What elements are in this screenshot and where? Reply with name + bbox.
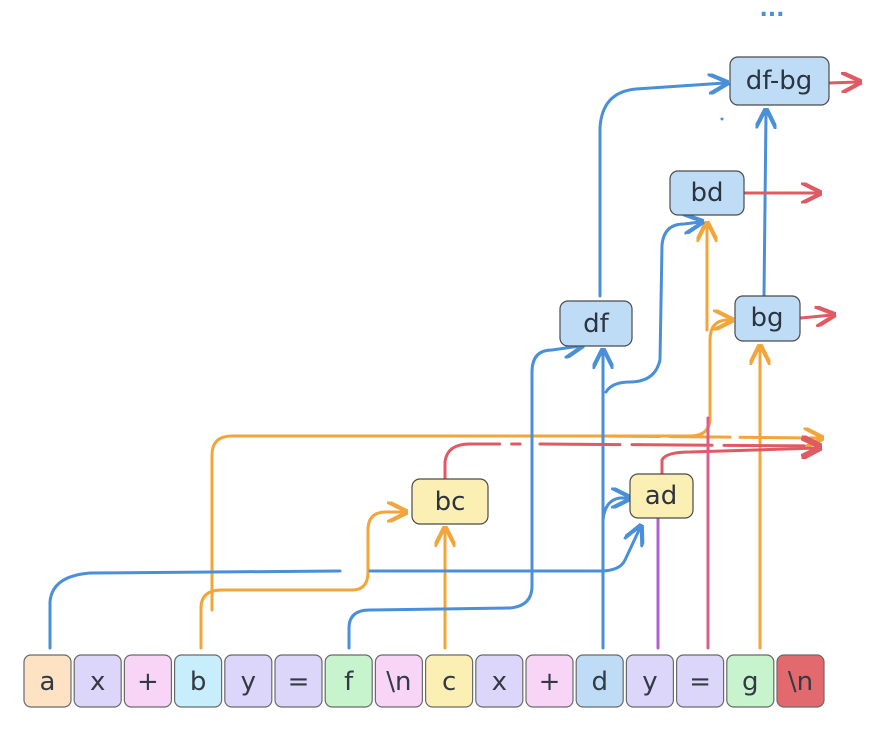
node-bc-label: bc: [435, 487, 466, 517]
node-ad: ad: [629, 473, 694, 519]
token-3: b: [174, 654, 223, 708]
token-box: [23, 654, 72, 708]
arrow-d-to-ad: [601, 498, 628, 522]
token-14: g: [726, 654, 775, 708]
token-13: =: [675, 654, 725, 708]
token-4: y: [224, 654, 273, 708]
token-label: y: [241, 667, 256, 697]
token-0: a: [23, 654, 72, 708]
token-label: \n: [788, 667, 813, 697]
arrow-b-to-bc: [199, 512, 404, 650]
node-dfbg-label: df-bg: [746, 66, 813, 96]
arrow-bc-out: [443, 444, 818, 480]
token-9: x: [475, 654, 524, 708]
arrow-f-to-df: [347, 346, 580, 650]
token-box: [374, 654, 423, 708]
node-bd: bd: [669, 170, 745, 216]
token-label: x: [492, 667, 507, 697]
token-row: a x + b y = f \n c x + d y = g \n: [23, 654, 825, 708]
arrow-df-to-dfbg: [598, 83, 725, 298]
token-5: =: [274, 654, 323, 708]
token-6: f: [324, 654, 373, 708]
token-label: =: [288, 667, 310, 697]
token-label: g: [742, 667, 759, 697]
token-box: [525, 654, 574, 708]
token-box: [274, 654, 323, 708]
token-11: d: [575, 654, 624, 708]
token-label: c: [442, 667, 456, 697]
token-12: y: [625, 654, 675, 708]
token-box: [475, 654, 524, 708]
token-8: c: [425, 654, 474, 708]
orange-arrows: [199, 225, 820, 650]
token-box: [174, 654, 223, 708]
blue-arrows: [48, 83, 766, 650]
token-box: [575, 654, 624, 708]
arrow-bg-out: [799, 315, 832, 318]
token-box: [123, 654, 173, 708]
token-label: b: [190, 667, 207, 697]
node-ad-label: ad: [645, 481, 677, 511]
token-7: \n: [374, 654, 423, 708]
token-box: [224, 654, 273, 708]
node-dfbg: df-bg: [729, 56, 830, 106]
stray-dot: [720, 117, 724, 121]
token-label: x: [90, 667, 105, 697]
red-arrows: [443, 82, 858, 480]
arrow-d-to-bd: [604, 222, 700, 394]
arrow-b-to-bg: [210, 320, 730, 612]
token-label: f: [344, 667, 354, 697]
token-label: y: [642, 667, 657, 697]
token-box: [73, 654, 122, 708]
token-15: \n: [776, 654, 825, 708]
token-1: x: [73, 654, 122, 708]
token-box: [675, 654, 725, 708]
token-label: +: [539, 667, 561, 697]
node-bg: bg: [734, 295, 801, 342]
token-box: [625, 654, 675, 708]
token-label: +: [137, 667, 159, 697]
node-bg-label: bg: [750, 303, 783, 333]
token-10: +: [525, 654, 574, 708]
token-label: a: [40, 667, 56, 697]
arrow-dfbg-out: [827, 82, 858, 83]
node-bc: bc: [411, 478, 489, 525]
ellipsis: ...: [759, 0, 784, 22]
arrow-ad-out: [660, 448, 818, 477]
node-bd-label: bd: [690, 178, 723, 208]
arrow-a-to-ad: [48, 528, 640, 650]
token-label: =: [689, 667, 711, 697]
node-df: df: [559, 300, 633, 347]
node-df-label: df: [583, 309, 610, 339]
arrow-bg-to-dfbg: [764, 112, 766, 298]
token-box: [776, 654, 825, 708]
token-box: [324, 654, 373, 708]
token-label: d: [591, 667, 608, 697]
token-2: +: [123, 654, 173, 708]
arrow-b-to-right: [598, 436, 820, 438]
token-box: [425, 654, 474, 708]
token-label: \n: [386, 667, 411, 697]
token-box: [726, 654, 775, 708]
